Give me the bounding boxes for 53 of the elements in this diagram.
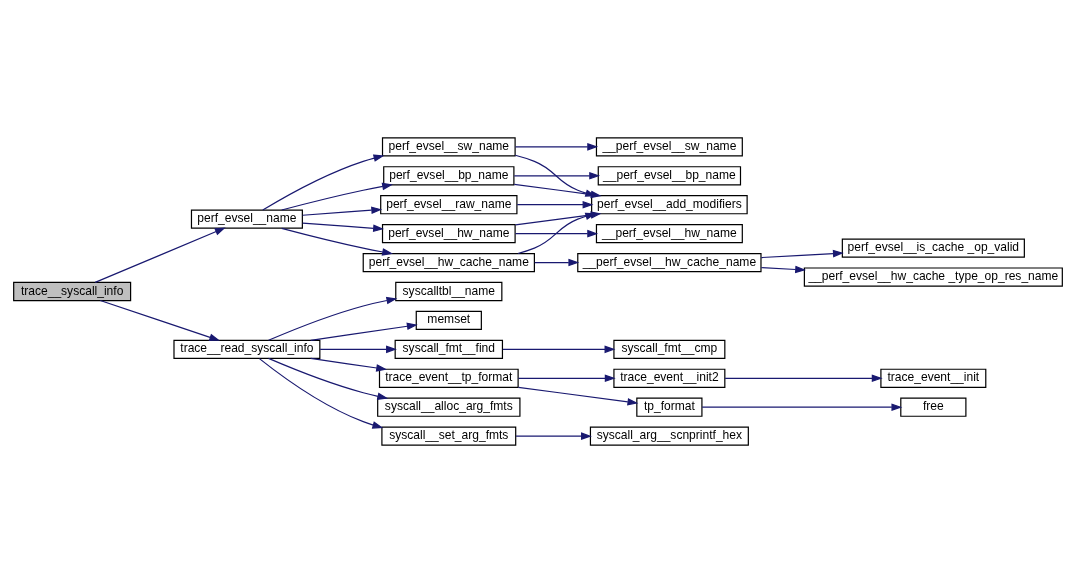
node-box: trace__read_syscall_info	[173, 339, 321, 359]
arrow	[514, 229, 599, 238]
arrow	[281, 182, 394, 211]
arrow	[281, 227, 394, 256]
node-box: syscalltbl__name	[395, 281, 503, 302]
arrow	[760, 265, 807, 274]
node-box: perf_evsel__bp_name	[383, 166, 515, 186]
arrow	[724, 374, 883, 383]
node-box: syscall_arg__scnprintf_hex	[589, 426, 749, 446]
node-box: __perf_evsel__hw_cache _type_op_res_name	[803, 267, 1063, 287]
arrow	[517, 386, 639, 406]
node-box: syscall_fmt__cmp	[613, 339, 726, 359]
node-box: perf_evsel__add_modifiers	[591, 195, 748, 215]
arrow	[319, 345, 397, 354]
node-box: perf_evsel__hw_name	[381, 224, 516, 244]
arrow	[262, 154, 385, 211]
node-box: trace__syscall_info	[13, 281, 132, 302]
arrow	[502, 345, 616, 354]
arrow	[258, 358, 384, 429]
arrow	[310, 322, 418, 341]
node-box: perf_evsel__raw_name	[380, 195, 518, 215]
arrow	[267, 357, 389, 400]
arrow	[94, 227, 226, 283]
arrow	[760, 249, 844, 259]
node-box: __perf_evsel__hw_cache_name	[577, 252, 762, 273]
arrow	[534, 258, 580, 267]
node-box: syscall__set_arg_fmts	[381, 426, 517, 446]
arrow	[310, 357, 388, 372]
node-box: trace_event__init2	[613, 368, 726, 388]
node-box: tp_format	[636, 397, 703, 417]
node-box: syscall_fmt__find	[394, 339, 504, 359]
arrow	[517, 374, 616, 383]
node-box: __perf_evsel__bp_name	[597, 166, 742, 186]
node-box: __perf_evsel__hw_name	[595, 224, 743, 244]
arrow	[515, 432, 592, 440]
node-box: syscall__alloc_arg_fmts	[377, 397, 521, 417]
node-box: trace_event__tp_format	[378, 368, 519, 388]
node-box: memset	[415, 310, 482, 331]
arrow	[267, 296, 398, 341]
node-box: trace_event__init	[880, 368, 987, 388]
node-box: perf_evsel__is_cache _op_valid	[841, 238, 1025, 258]
arrow	[302, 222, 384, 233]
node-box: perf_evsel__sw_name	[381, 137, 516, 157]
arrow	[701, 403, 903, 411]
arrow	[513, 172, 601, 180]
arrow	[514, 143, 599, 151]
arrow	[99, 299, 221, 341]
node-box: __perf_evsel__sw_name	[595, 137, 743, 157]
node-box: perf_evsel__name	[190, 209, 303, 229]
arrow	[516, 200, 594, 209]
node-box: free	[900, 397, 967, 417]
node-box: perf_evsel__hw_cache_name	[362, 252, 535, 273]
arrow	[302, 206, 383, 216]
